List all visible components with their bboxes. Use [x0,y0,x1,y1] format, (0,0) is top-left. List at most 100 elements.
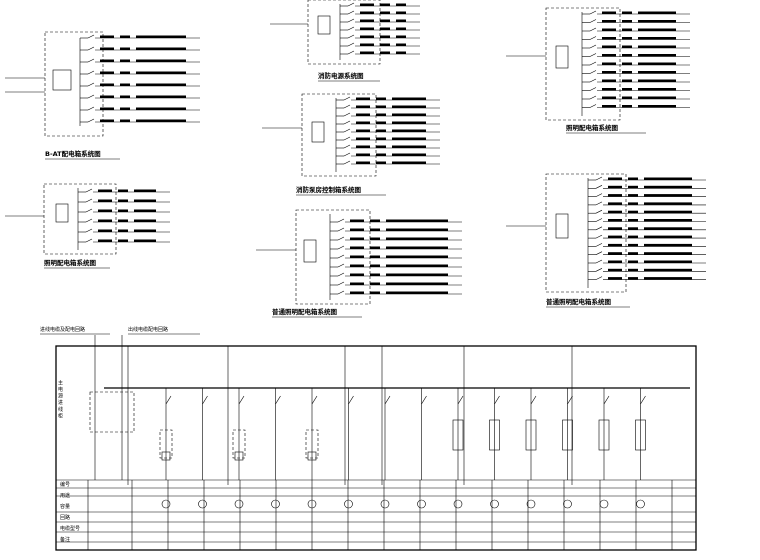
circuit-row [588,243,706,247]
circuit-row [330,218,462,223]
main-left-note: 主 电 源 进 线 柜 [57,379,63,419]
feeder-column [305,388,319,509]
circuit-row [582,95,690,100]
circuit-row [588,209,706,214]
panel-2-title: 照明配电箱系统图 [44,258,97,267]
circuit-row [78,218,170,223]
circuit-row [582,10,690,15]
circuit-row [340,34,420,39]
circuit-row [340,2,420,7]
panel-1: B-AT配电箱系统图 [5,31,200,160]
circuit-row [582,36,690,40]
circuit-row [340,50,420,55]
panel-4: 消防泵房控制箱系统图 [262,93,440,196]
circuit-row [78,188,170,193]
circuit-row [588,259,706,264]
feeder-column [562,388,573,509]
panel-3-title: 消防电源系统图 [318,71,364,80]
circuit-row [582,70,690,74]
panel-6: 照明配电箱系统图 [506,7,690,134]
circuit-row [588,251,706,255]
panel-5-title: 普通照明配电箱系统图 [272,307,338,316]
circuit-row [336,104,440,109]
circuit-row [336,120,440,125]
circuit-row [340,42,420,47]
table-row-label: 电缆型号 [60,525,80,532]
circuit-row [336,136,440,141]
circuit-row [336,144,440,149]
circuit-row [582,44,690,49]
circuit-row [78,228,170,233]
feeder-column [525,388,537,509]
circuit-row [588,268,706,272]
panel-3: 消防电源系统图 [270,0,420,82]
feeder-column [232,388,246,509]
circuit-row [330,254,462,259]
circuit-row [336,152,440,157]
feeder-column [635,388,646,509]
panel-4-title: 消防泵房控制箱系统图 [296,185,362,194]
feeder-column [452,388,464,509]
circuit-row [80,118,200,123]
circuit-row [336,160,440,165]
circuit-row [582,104,690,108]
circuit-row [588,193,706,197]
table-row-label: 用途 [60,492,70,499]
circuit-row [588,218,706,222]
circuit-row [80,106,200,111]
circuit-row [582,27,690,32]
circuit-row [588,226,706,231]
circuit-row [330,290,462,295]
feeder-column [489,388,500,509]
circuit-row [588,234,706,239]
table-row-label: 备注 [60,536,70,543]
circuit-row [336,128,440,133]
circuit-row [582,78,690,83]
circuit-row [80,58,200,63]
table-row-label: 回路 [60,514,70,521]
circuit-row [330,236,462,241]
circuit-row [588,176,706,181]
circuit-row [80,82,200,87]
panel-2: 照明配电箱系统图 [5,183,170,269]
circuit-row [588,276,706,280]
circuit-row [80,34,200,39]
circuit-row [340,10,420,15]
circuit-row [582,53,690,57]
circuit-row [330,263,462,268]
feeder-column [344,388,354,509]
feeder-column [271,388,281,509]
circuit-row [582,61,690,66]
panel-1-title: B-AT配电箱系统图 [45,149,101,158]
main-header-right: 出线电缆配电回路 [128,326,168,333]
circuit-row [330,227,462,232]
circuit-row [330,281,462,286]
circuit-row [588,201,706,206]
circuit-row [80,46,200,51]
feeder-column [598,388,610,509]
circuit-row [78,198,170,203]
feeder-column [198,388,208,509]
circuit-row [340,18,420,23]
circuit-row [336,96,440,101]
circuit-row [78,238,170,243]
feeder-column [159,388,173,509]
panel-5: 普通照明配电箱系统图 [256,209,462,318]
circuit-row [80,94,200,99]
panel-6-title: 照明配电箱系统图 [566,123,619,132]
panel-7: 普通照明配电箱系统图 [506,173,706,308]
circuit-row [330,245,462,250]
feeder-column [417,388,427,509]
circuit-row [588,185,706,189]
circuit-row [78,208,170,213]
panel-7-title: 普通照明配电箱系统图 [546,297,612,306]
feeder-column [380,388,391,509]
main-header-left: 进线电缆及配电回路 [40,326,85,333]
main-switchboard-diagram: 进线电缆及配电回路 出线电缆配电回路 主 电 源 进 线 柜 编号用途容量回路电… [40,326,697,551]
circuit-row [582,87,690,91]
circuit-row [336,112,440,117]
table-row-label: 容量 [60,503,70,510]
circuit-row [582,19,690,23]
